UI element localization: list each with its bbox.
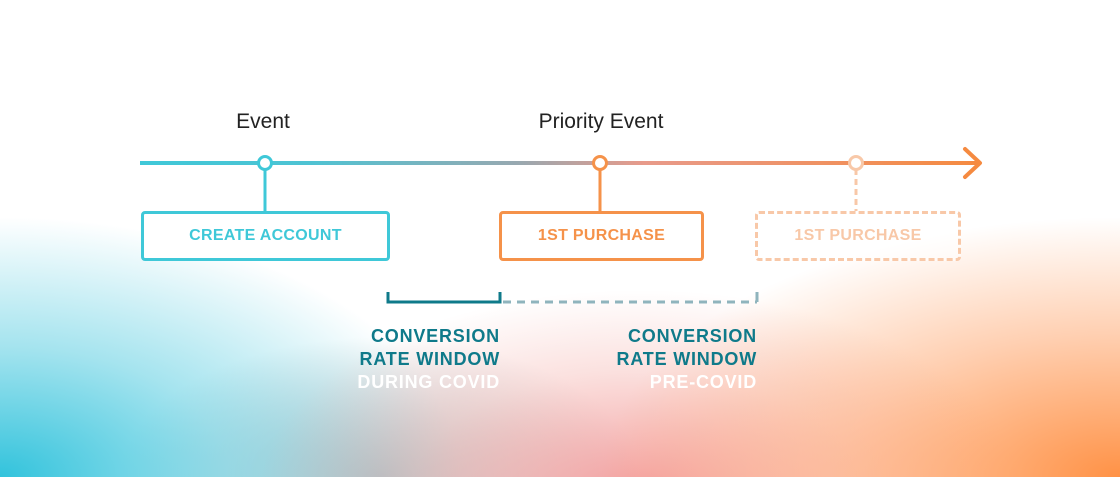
pre-covid-marker [848, 155, 864, 171]
window-period: PRE-COVID [649, 372, 757, 392]
window-line: RATE WINDOW [616, 349, 757, 369]
pre-covid-window-label: CONVERSION RATE WINDOW PRE-COVID [617, 325, 757, 394]
during-covid-bracket [386, 292, 502, 304]
window-period: DURING COVID [357, 372, 500, 392]
priority-event-marker [592, 155, 608, 171]
priority-event-label: Priority Event [538, 110, 664, 133]
window-line: CONVERSION [370, 326, 500, 346]
window-line: CONVERSION [627, 326, 757, 346]
first-purchase-pre-covid-box: 1ST PURCHASE [755, 211, 961, 261]
create-account-box: CREATE ACCOUNT [141, 211, 390, 261]
window-line: RATE WINDOW [359, 349, 500, 369]
event-label: Event [236, 110, 290, 133]
arrow-head-icon [963, 147, 982, 179]
first-purchase-box: 1ST PURCHASE [499, 211, 704, 261]
event-marker [257, 155, 273, 171]
during-covid-window-label: CONVERSION RATE WINDOW DURING COVID [357, 325, 500, 394]
